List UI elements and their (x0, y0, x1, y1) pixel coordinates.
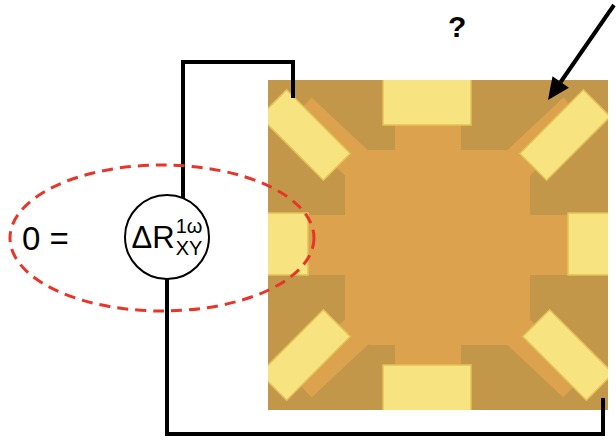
wire (167, 237, 603, 434)
symbol-group: ΔR1ωXY (132, 215, 203, 259)
pointer-arrow (561, 5, 614, 82)
meter-circle: ΔR1ωXY (124, 194, 210, 280)
superscript-text: 1ω (176, 215, 203, 237)
ellipse-path (10, 165, 314, 311)
micrograph (268, 80, 608, 410)
equation-text: 0 = (22, 222, 69, 255)
subscript-text: XY (176, 237, 203, 259)
script-stack: 1ωXY (176, 215, 203, 259)
contact-pads (268, 80, 608, 410)
question-mark: ? (448, 12, 466, 42)
dashed-ellipse: 0 = ΔR1ωXY (8, 163, 316, 313)
symbol-text: ΔR (132, 222, 175, 253)
arrowhead (548, 76, 569, 100)
